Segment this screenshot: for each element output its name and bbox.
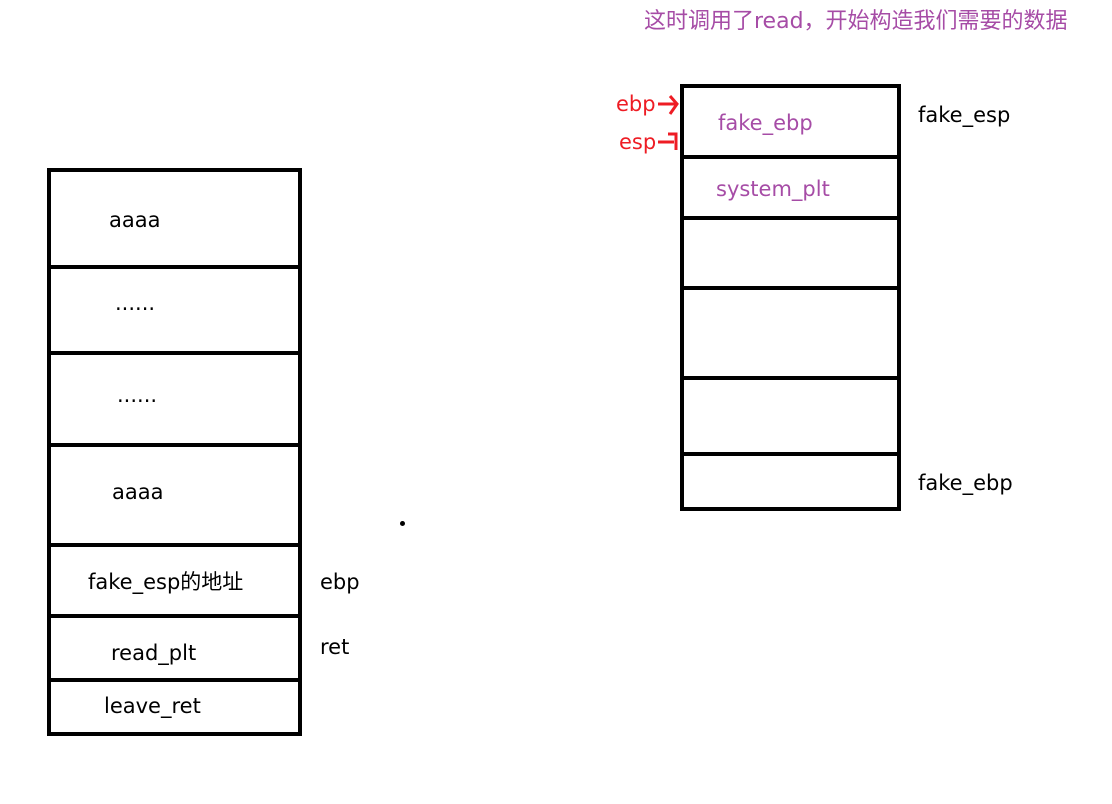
stack-cell: ...... <box>117 383 158 407</box>
stack-cell: system_plt <box>716 177 830 201</box>
ebp-label: ebp <box>320 570 360 594</box>
stack-cell: aaaa <box>112 480 164 504</box>
divider <box>47 614 302 618</box>
stack-cell: leave_ret <box>104 694 201 718</box>
divider <box>47 443 302 447</box>
ret-label: ret <box>320 635 350 659</box>
divider <box>47 265 302 269</box>
divider <box>680 216 901 220</box>
divider <box>47 543 302 547</box>
stack-cell: fake_ebp <box>718 111 813 135</box>
ebp-arrow-icon <box>658 95 679 115</box>
stack-cell: aaaa <box>109 208 161 232</box>
divider <box>47 678 302 682</box>
stack-cell: read_plt <box>111 641 197 665</box>
fake-ebp-label: fake_ebp <box>918 471 1013 495</box>
divider <box>680 376 901 380</box>
dot <box>400 521 405 526</box>
divider <box>680 452 901 456</box>
diagram-title: 这时调用了read，开始构造我们需要的数据 <box>644 9 1068 34</box>
ebp-pointer-label: ebp <box>616 92 656 116</box>
esp-arrow-icon <box>658 132 678 150</box>
divider <box>680 155 901 159</box>
divider <box>680 286 901 290</box>
esp-pointer-label: esp <box>619 130 657 154</box>
stack-cell: ...... <box>115 291 156 315</box>
left-stack <box>47 168 302 736</box>
divider <box>47 351 302 355</box>
right-stack <box>680 84 901 511</box>
fake-esp-label: fake_esp <box>918 103 1011 127</box>
stack-cell: fake_esp的地址 <box>88 570 244 594</box>
pointer-arrows-icon <box>658 95 679 150</box>
